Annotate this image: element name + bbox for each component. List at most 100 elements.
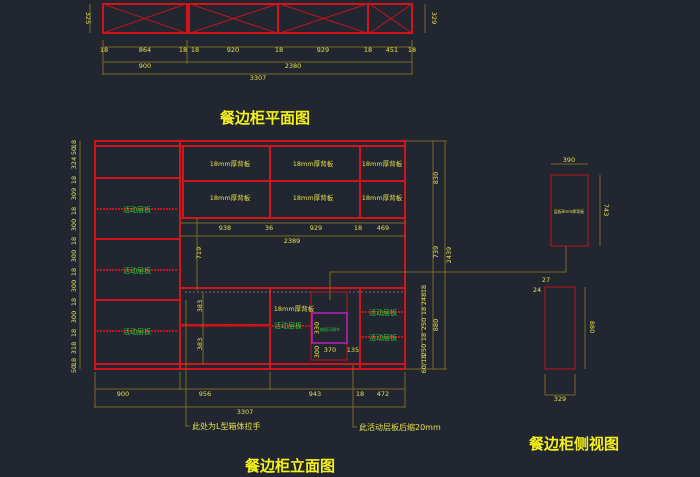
svg-text:18: 18 [70, 358, 78, 366]
svg-text:309: 309 [70, 188, 78, 200]
svg-text:330: 330 [313, 322, 321, 334]
side-view: 层板8mm厚背板 390 743 27 24 880 329 餐边柜侧视图 [529, 156, 619, 453]
upper-dims: 938 36 929 18 469 2389 719 383 383 [195, 224, 389, 350]
side-title: 餐边柜侧视图 [529, 435, 619, 453]
side-top-height: 743 [602, 204, 610, 216]
note-shelf-setback: 此活动层板后缩20mm [359, 422, 441, 432]
svg-text:300: 300 [70, 311, 78, 323]
svg-text:18: 18 [70, 140, 78, 148]
svg-text:18: 18 [420, 285, 428, 293]
left-dims: 18 50 324 18 309 18 300 18 300 18 300 18… [70, 140, 78, 373]
svg-text:830: 830 [432, 172, 440, 184]
plan-dim-left: 900 [139, 62, 151, 70]
svg-text:300: 300 [70, 219, 78, 231]
svg-text:18: 18 [70, 237, 78, 245]
svg-text:370: 370 [324, 346, 336, 354]
svg-text:18: 18 [70, 268, 78, 276]
svg-text:929: 929 [317, 46, 329, 54]
svg-text:719: 719 [195, 247, 203, 259]
note-l-handle: 此处为L型箱体拉手 [192, 421, 260, 431]
side-bottom-height: 880 [588, 321, 596, 333]
svg-text:920: 920 [227, 46, 239, 54]
plan-outline [102, 3, 413, 34]
svg-text:18: 18 [70, 207, 78, 215]
svg-text:18mm厚背板: 18mm厚背板 [293, 193, 334, 202]
svg-text:18mm厚背板: 18mm厚背板 [293, 159, 334, 168]
svg-text:18mm厚背板: 18mm厚背板 [274, 304, 315, 313]
bottom-dims: 900 956 943 18 472 3307 [117, 390, 389, 416]
side-offset-a: 27 [542, 276, 550, 284]
svg-text:880: 880 [432, 319, 440, 331]
svg-text:活动层板: 活动层板 [123, 327, 151, 336]
svg-text:929: 929 [310, 224, 322, 232]
svg-text:18: 18 [420, 333, 428, 341]
svg-text:18mm厚背板: 18mm厚背板 [210, 159, 251, 168]
svg-text:938: 938 [219, 224, 231, 232]
shelf-labels: 活动层板 活动层板 活动层板 活动层板 活动层板 活动层板 [123, 205, 397, 342]
svg-text:900: 900 [117, 390, 129, 398]
svg-text:18: 18 [179, 46, 187, 54]
svg-text:18: 18 [70, 298, 78, 306]
svg-text:18: 18 [100, 46, 108, 54]
svg-text:活动层板: 活动层板 [274, 321, 302, 330]
side-offset-b: 24 [533, 286, 541, 294]
svg-text:250: 250 [420, 344, 428, 356]
svg-text:18: 18 [191, 46, 199, 54]
plan-view: 325 329 18 864 18 18 920 18 929 18 451 1… [84, 3, 438, 127]
svg-text:18: 18 [70, 176, 78, 184]
plan-depth-right: 329 [430, 12, 438, 24]
svg-text:18mm厚背板: 18mm厚背板 [362, 159, 403, 168]
side-top-box [550, 174, 589, 247]
svg-text:活动层板: 活动层板 [123, 205, 151, 214]
side-bottom-width: 329 [554, 395, 566, 403]
svg-text:50: 50 [70, 365, 78, 373]
drawer-box [311, 312, 348, 344]
svg-text:300: 300 [313, 346, 321, 358]
svg-text:943: 943 [309, 390, 321, 398]
svg-text:18mm厚背板: 18mm厚背板 [362, 193, 403, 202]
svg-text:活动层板: 活动层板 [369, 308, 397, 317]
svg-text:318: 318 [70, 342, 78, 354]
svg-text:36: 36 [265, 224, 273, 232]
svg-text:3307: 3307 [237, 408, 254, 416]
svg-text:300: 300 [70, 250, 78, 262]
plan-depth-left: 325 [84, 12, 92, 24]
svg-text:383: 383 [196, 338, 204, 350]
elevation-outline [94, 140, 406, 370]
svg-text:18: 18 [354, 224, 362, 232]
svg-text:248: 248 [420, 293, 428, 305]
svg-text:956: 956 [199, 390, 211, 398]
svg-text:324: 324 [70, 157, 78, 169]
svg-text:60/18: 60/18 [420, 355, 428, 374]
svg-text:135: 135 [347, 346, 359, 354]
back-panel-labels: 18mm厚背板 18mm厚背板 18mm厚背板 18mm厚背板 18mm厚背板 … [210, 159, 403, 313]
svg-text:250: 250 [420, 318, 428, 330]
side-top-label: 层板8mm厚背板 [554, 208, 584, 214]
plan-dims-row1: 18 864 18 18 920 18 929 18 451 18 [100, 46, 416, 54]
plan-total: 3307 [250, 74, 267, 82]
plan-title: 餐边柜平面图 [220, 109, 310, 127]
svg-text:18: 18 [408, 46, 416, 54]
svg-text:739: 739 [432, 246, 440, 258]
right-dims: 830 739 2439 880 18 248 18 250 18 250 60… [420, 172, 453, 374]
svg-text:18: 18 [364, 46, 372, 54]
svg-text:18: 18 [70, 329, 78, 337]
svg-text:活动层板: 活动层板 [369, 333, 397, 342]
svg-text:2389: 2389 [284, 237, 301, 245]
drawer-label: 抽屉可调节 [320, 326, 340, 332]
svg-text:864: 864 [139, 46, 151, 54]
elevation-title: 餐边柜立面图 [245, 457, 335, 475]
side-top-width: 390 [563, 156, 575, 164]
elevation-view: 抽屉可调节 18mm厚背板 18mm厚背板 18mm厚背板 18mm厚背板 18… [70, 140, 567, 475]
svg-text:18: 18 [356, 390, 364, 398]
plan-dim-right: 2380 [285, 62, 302, 70]
svg-text:活动层板: 活动层板 [123, 266, 151, 275]
svg-text:50: 50 [70, 147, 78, 155]
inner-dims: 330 300 370 135 [313, 322, 359, 358]
svg-text:451: 451 [386, 46, 398, 54]
svg-text:18: 18 [275, 46, 283, 54]
svg-text:472: 472 [377, 390, 389, 398]
svg-text:18mm厚背板: 18mm厚背板 [210, 193, 251, 202]
svg-text:300: 300 [70, 280, 78, 292]
